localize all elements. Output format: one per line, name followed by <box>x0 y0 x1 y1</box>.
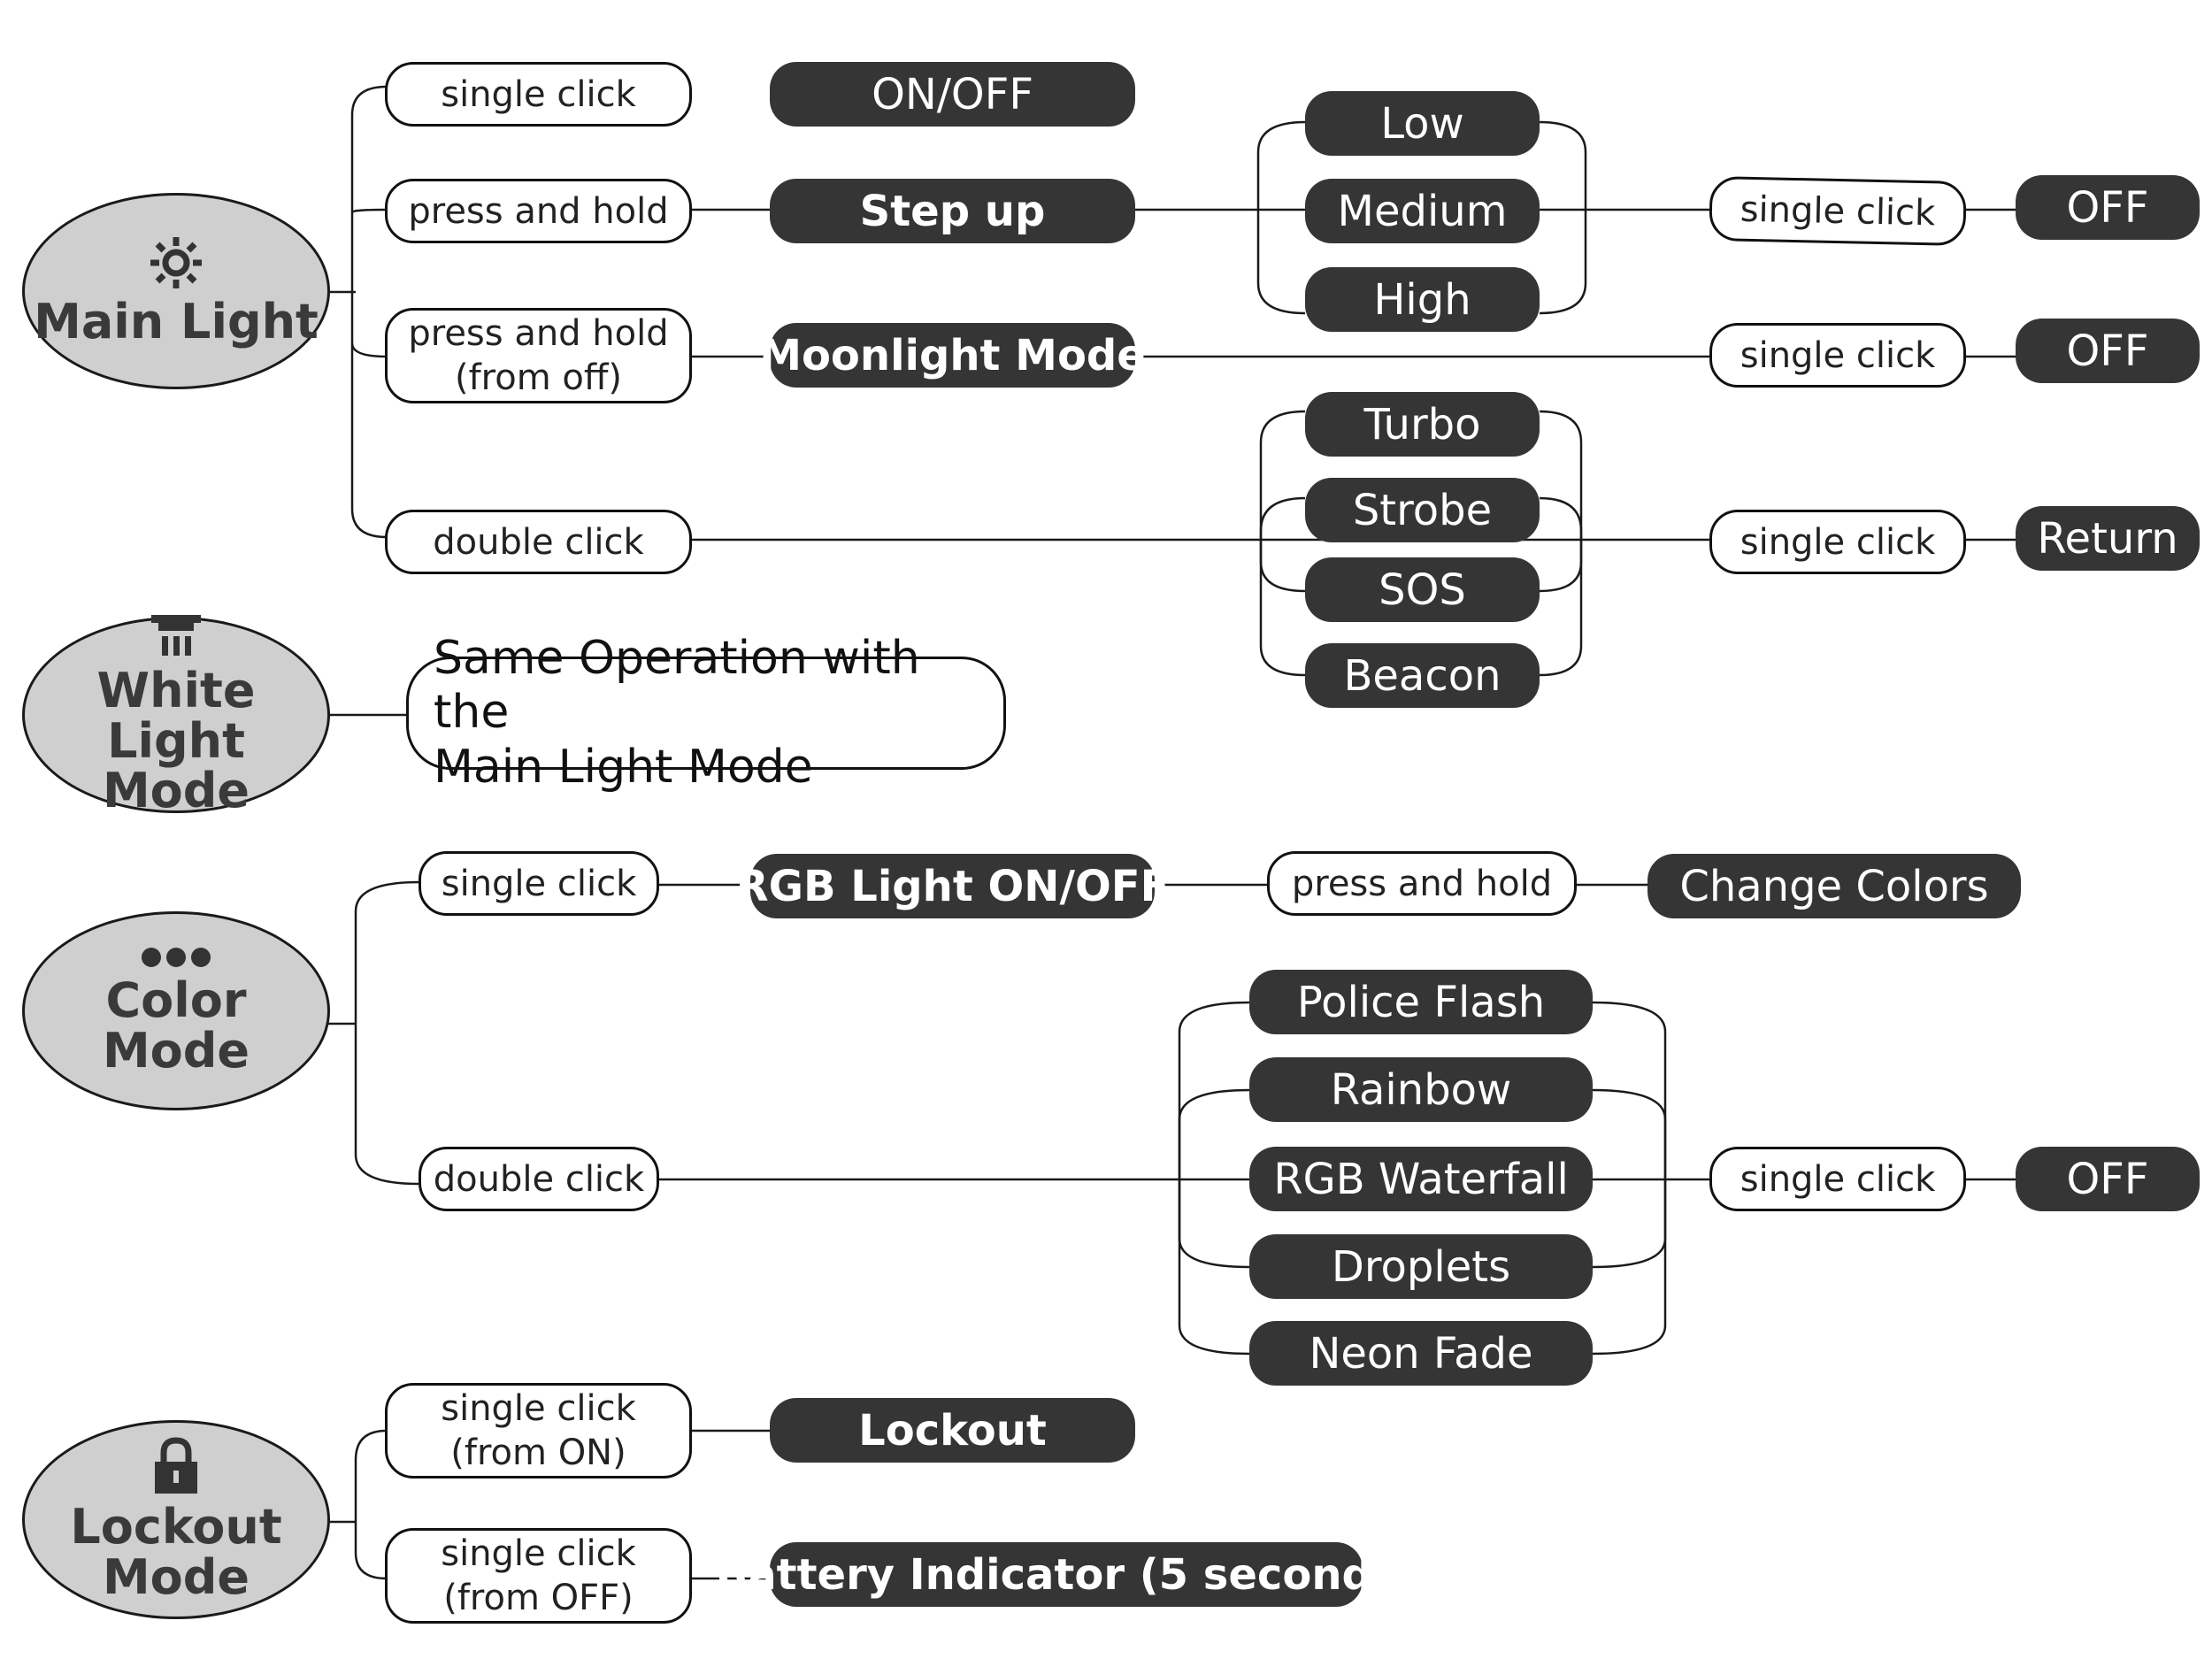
mode-title: Color Mode <box>102 972 250 1079</box>
action-single-click-return: single click <box>1709 510 1966 574</box>
mode-title: White Light Mode <box>96 662 256 819</box>
dots-icon <box>141 946 211 972</box>
action-press-and-hold-from-off: press and hold (from off) <box>385 308 692 403</box>
result-battery-indicator: Battery Indicator (5 seconds) <box>716 1542 1417 1607</box>
lock-icon <box>151 1437 201 1499</box>
action-single-click-from-on: single click (from ON) <box>385 1383 692 1479</box>
special-beacon: Beacon <box>1305 643 1540 708</box>
effect-droplets: Droplets <box>1249 1234 1593 1299</box>
action-single-click-off-2: single click <box>1709 323 1966 388</box>
result-lockout: Lockout <box>770 1398 1135 1463</box>
white-light-note: Same Operation with the Main Light Mode <box>406 632 1006 794</box>
result-off-2: OFF <box>2016 319 2200 383</box>
action-double-click: double click <box>385 510 692 574</box>
action-single-click: single click <box>385 62 692 127</box>
special-turbo: Turbo <box>1305 392 1540 457</box>
level-medium: Medium <box>1305 179 1540 243</box>
action-press-and-hold: press and hold <box>385 179 692 243</box>
level-high: High <box>1305 267 1540 332</box>
special-strobe: Strobe <box>1305 478 1540 542</box>
main-light-mode: Main Light <box>22 193 330 389</box>
mode-title: Lockout Mode <box>70 1498 282 1605</box>
action-single-click-from-off: single click (from OFF) <box>385 1528 692 1624</box>
sun-icon <box>149 235 204 294</box>
action-press-and-hold-color: press and hold <box>1267 851 1577 916</box>
action-single-click-off-1: single click <box>1709 175 1967 247</box>
effect-neon-fade: Neon Fade <box>1249 1321 1593 1386</box>
result-moonlight-mode: Moonlight Mode <box>759 323 1146 388</box>
level-low: Low <box>1305 91 1540 156</box>
special-sos: SOS <box>1305 557 1540 622</box>
result-rgb-on-off: RGB Light ON/OFF <box>736 854 1169 918</box>
effect-rgb-waterfall: RGB Waterfall <box>1249 1147 1593 1211</box>
result-off-1: OFF <box>2016 175 2200 240</box>
action-double-click-color: double click <box>419 1147 659 1211</box>
effect-rainbow: Rainbow <box>1249 1057 1593 1122</box>
effect-police-flash: Police Flash <box>1249 970 1593 1034</box>
result-change-colors: Change Colors <box>1647 854 2021 918</box>
mode-title: Main Light <box>34 293 319 349</box>
lockout-mode: Lockout Mode <box>22 1420 330 1619</box>
result-return: Return <box>2016 506 2200 571</box>
lamp-icon <box>148 613 204 663</box>
action-single-click-color-off: single click <box>1709 1147 1966 1211</box>
white-light-mode: White Light Mode <box>22 614 330 816</box>
result-step-up: Step up <box>770 179 1135 243</box>
action-single-click-color: single click <box>419 851 659 916</box>
color-mode: Color Mode <box>22 911 330 1110</box>
result-on-off: ON/OFF <box>770 62 1135 127</box>
result-off-color: OFF <box>2016 1147 2200 1211</box>
